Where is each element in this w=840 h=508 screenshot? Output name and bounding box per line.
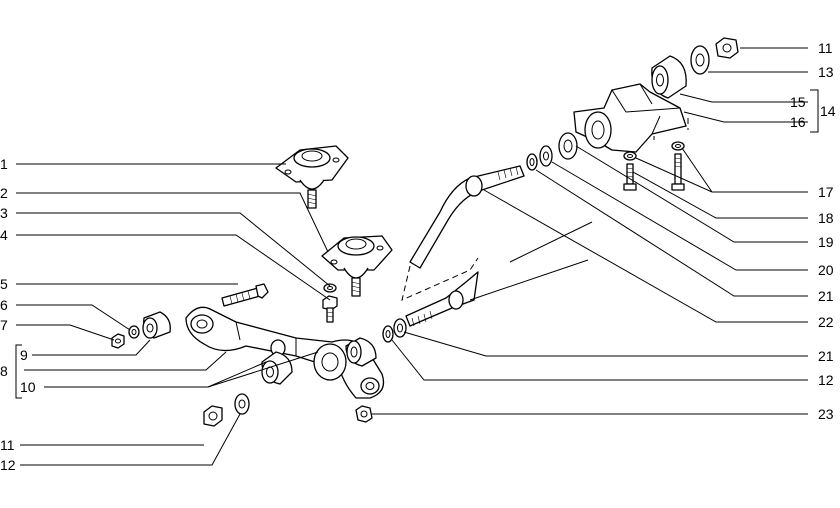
callout-12-upper: 12 <box>818 372 834 388</box>
washer-13 <box>690 45 710 75</box>
washer-3 <box>323 283 337 293</box>
callout-20: 20 <box>818 262 834 278</box>
callout-2: 2 <box>0 185 8 201</box>
lower-ball-joint <box>321 235 393 297</box>
callout-6: 6 <box>0 297 8 313</box>
bushing-21-lower <box>393 318 407 338</box>
callout-15: 15 <box>790 94 806 110</box>
callout-11-upper: 11 <box>818 40 833 56</box>
bushing-near-arm <box>345 337 377 367</box>
washer-12-lower <box>234 393 250 415</box>
callout-9: 9 <box>20 347 28 363</box>
callout-7: 7 <box>0 317 8 333</box>
bolt-18-left <box>623 163 637 191</box>
callout-8: 8 <box>0 363 8 379</box>
lower-control-arm <box>185 306 385 399</box>
callout-4: 4 <box>0 227 8 243</box>
callout-23: 23 <box>818 406 834 422</box>
bushing-15 <box>651 55 687 99</box>
nut-23 <box>355 405 373 423</box>
callout-13: 13 <box>818 64 834 80</box>
nut-11-upper <box>715 37 739 59</box>
callout-19: 19 <box>818 234 834 250</box>
bolt-18-right <box>671 153 685 191</box>
washer-12-bar <box>382 325 394 343</box>
callout-16: 16 <box>790 114 806 130</box>
washer-20 <box>539 145 553 167</box>
stabilizer-bar <box>401 165 525 327</box>
bushing-9 <box>142 311 171 339</box>
callout-12-lower: 12 <box>0 457 16 473</box>
washer-6 <box>128 325 140 339</box>
callout-21-upper: 21 <box>818 288 834 304</box>
callout-10: 10 <box>20 379 36 395</box>
washer-17 <box>623 141 685 161</box>
bolt-4 <box>322 295 338 323</box>
callout-22: 22 <box>818 314 834 330</box>
callout-11-lower: 11 <box>0 437 15 453</box>
bolt-5 <box>221 283 269 307</box>
bracket-16 <box>573 83 689 153</box>
callout-21-lower: 21 <box>818 348 834 364</box>
nut-11-lower <box>203 405 223 427</box>
nut-7 <box>111 333 125 349</box>
washer-19 <box>558 132 578 160</box>
leader-lines <box>15 47 819 466</box>
callout-14: 14 <box>820 103 836 119</box>
callout-5: 5 <box>0 276 8 292</box>
callout-17: 17 <box>818 184 834 200</box>
upper-ball-joint <box>275 145 349 209</box>
callout-numbers: 1 2 3 4 5 6 7 8 9 10 11 12 11 13 14 15 1… <box>0 40 836 473</box>
washer-21-upper <box>526 153 538 171</box>
callout-1: 1 <box>0 156 8 172</box>
callout-18: 18 <box>818 210 834 226</box>
callout-3: 3 <box>0 205 8 221</box>
